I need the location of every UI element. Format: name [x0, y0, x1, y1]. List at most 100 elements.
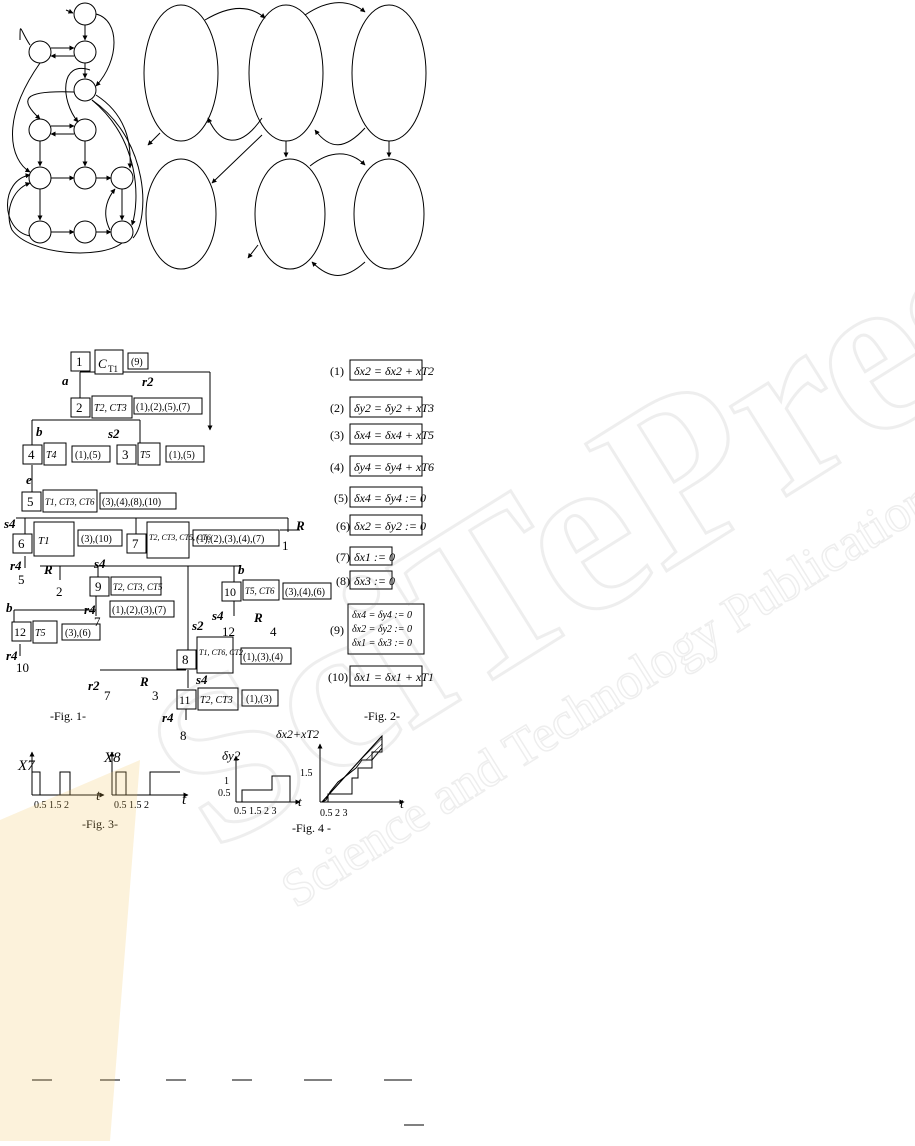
equation-text: δx4 = δy4 := 0: [352, 610, 412, 621]
state-number: 3: [122, 447, 129, 462]
graph-node: [73, 2, 97, 26]
state-actions: (1),(2),(5),(7): [136, 402, 190, 413]
state-number: 4: [28, 447, 35, 462]
ellipse-node: [143, 4, 219, 142]
fig3-ticks-left: 0.5 1.5 2: [34, 800, 69, 811]
action-box: [61, 623, 101, 641]
action-box: [240, 647, 292, 665]
state-label-box: [32, 620, 58, 644]
equation-text: δx4 = δx4 + xT5: [354, 428, 434, 442]
state-sub: T1: [108, 364, 118, 374]
fig3-left-label: X7: [17, 758, 36, 774]
state-label-box: [242, 579, 280, 601]
equation-text: δy2 = δy2 + xT3: [354, 401, 434, 415]
top-ellipse-graph: [143, 2, 427, 276]
state-label-box: [33, 521, 75, 557]
event-label: s2: [191, 618, 204, 633]
fig2-equations: (1) δx2 = δx2 + xT2 (2) δy2 = δy2 + xT3 …: [328, 359, 434, 723]
fig3-right-label: X8: [103, 750, 121, 766]
equation-box: [349, 514, 423, 536]
event-label: r2: [88, 678, 100, 693]
fig4-left-label: δy2: [222, 748, 241, 763]
event-label: r4: [6, 648, 18, 663]
state-sub: T2, CT3, CT5: [113, 582, 163, 592]
event-label: s4: [93, 556, 106, 571]
equation-text: δx2 = δy2 := 0: [354, 519, 426, 533]
event-label: s2: [107, 426, 120, 441]
state-actions: (1),(3): [246, 694, 272, 705]
fig3-axis-right: t: [182, 792, 187, 808]
event-label: R: [43, 562, 53, 577]
equation-number: (7): [336, 550, 350, 564]
action-box: [165, 445, 205, 463]
state-sub: T4: [46, 450, 57, 461]
state-box-1: [70, 351, 91, 372]
event-label: s4: [195, 672, 208, 687]
graph-node: [73, 166, 97, 190]
state-box-7: [126, 533, 147, 554]
action-box: [127, 352, 149, 370]
state-number: 6: [18, 536, 25, 551]
fig4-right-tick-y: 1.5: [300, 768, 313, 779]
event-label: r4: [162, 710, 174, 725]
state-box-9: [89, 576, 110, 597]
state-box-11: [176, 689, 197, 710]
fig4-caption: -Fig. 4 -: [292, 821, 331, 835]
graph-node: [28, 40, 52, 64]
event-label: 7: [104, 688, 111, 703]
state-actions: (1),(5): [75, 450, 101, 461]
state-actions: (1),(2),(3),(7): [112, 605, 166, 616]
equation-box: [349, 665, 423, 687]
equation-text: δx2 = δy2 := 0: [352, 624, 412, 635]
state-number: 12: [14, 625, 26, 639]
equation-box: [349, 359, 423, 381]
event-label: 5: [18, 572, 25, 587]
state-number: 8: [182, 652, 189, 667]
state-sub: T5: [35, 628, 46, 639]
equation-box: [349, 455, 423, 477]
fig3-ticks-right: 0.5 1.5 2: [114, 800, 149, 811]
state-box-3: [116, 444, 137, 465]
equation-box: [349, 570, 393, 590]
equation-text: δy4 = δy4 + xT6: [354, 460, 434, 474]
equation-number: (8): [336, 574, 350, 588]
action-box: [71, 445, 111, 463]
fig4-right-ticks-x: 0.5 2 3: [320, 808, 348, 819]
state-sub: T1: [38, 535, 50, 547]
state-number: 5: [27, 494, 34, 509]
fig1-automaton: [13, 371, 300, 720]
state-label-box: [42, 489, 98, 513]
event-label: 4: [270, 624, 277, 639]
graph-node: [73, 40, 97, 64]
state-box-12: [11, 621, 32, 642]
equation-number: (1): [330, 364, 344, 378]
state-label-box: [137, 442, 161, 466]
state-actions: (9): [131, 357, 143, 368]
state-label-box: [146, 521, 190, 559]
ellipse-node: [145, 158, 217, 270]
state-number: 7: [132, 536, 139, 551]
action-box: [77, 529, 123, 547]
event-label: s4: [211, 608, 224, 623]
state-label-box: [196, 636, 234, 674]
state-box-2: [70, 397, 91, 418]
state-label: C: [98, 356, 107, 371]
top-state-graph: [7, 2, 144, 254]
event-label: 3: [152, 688, 159, 703]
equation-number: (4): [330, 460, 344, 474]
state-box-6: [12, 533, 33, 554]
state-actions: (3),(6): [65, 628, 91, 639]
state-sub: T1, CT3, CT6: [45, 497, 95, 507]
state-actions: (3),(10): [81, 534, 112, 545]
equation-text: δx2 = δx2 + xT2: [354, 364, 434, 378]
event-label: 2: [56, 584, 63, 599]
action-box: [192, 529, 280, 547]
event-label: R: [295, 518, 305, 533]
action-box: [109, 600, 175, 618]
state-sub: T5: [140, 450, 151, 461]
equation-box: [349, 486, 423, 508]
event-label: 1: [282, 538, 289, 553]
fig1-state-boxes: [11, 349, 332, 711]
state-number: 10: [224, 585, 236, 599]
